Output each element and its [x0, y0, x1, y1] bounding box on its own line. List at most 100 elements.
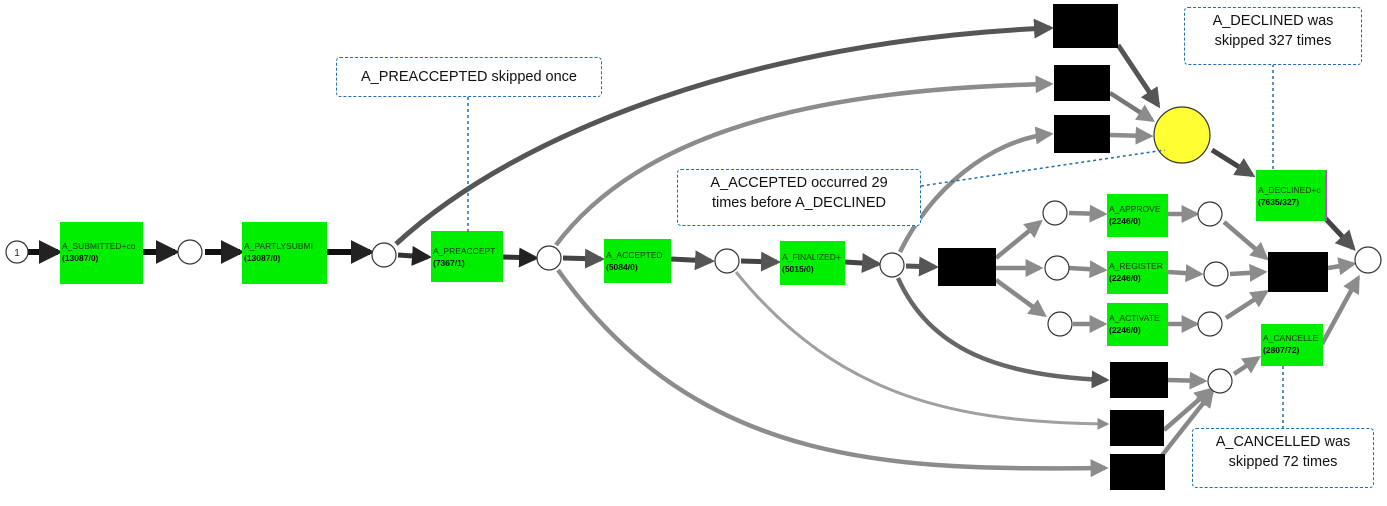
silent-transition: [1110, 410, 1164, 446]
silent-transition: [1054, 65, 1110, 101]
svg-text:A_APPROVE: A_APPROVE: [1109, 204, 1161, 214]
arc: [1327, 257, 1357, 276]
silent-transition: [1053, 4, 1118, 48]
leader-accepted: [920, 149, 1166, 187]
callout-cancelled-line2: skipped 72 times: [1228, 454, 1338, 470]
svg-text:A_DECLINED+c: A_DECLINED+c: [1258, 185, 1321, 195]
arc: [1222, 220, 1269, 261]
start-place: [5, 240, 29, 264]
svg-text:(2807/72): (2807/72): [1263, 345, 1300, 355]
svg-text:(7367/1): (7367/1): [433, 258, 465, 268]
place: [1203, 261, 1229, 287]
callout-accepted: A_ACCEPTED occurred 29 times before A_DE…: [677, 169, 921, 226]
arc: [1108, 91, 1156, 122]
transition-accepted: A_ACCEPTED (5084/0): [604, 239, 671, 283]
arc: [394, 18, 1054, 246]
callout-declined-line2: skipped 327 times: [1214, 33, 1332, 49]
place: [1044, 255, 1070, 281]
arc: [897, 126, 1054, 253]
start-place-label: 1: [14, 248, 20, 259]
silent-transition: [1110, 454, 1165, 490]
silent-transitions: [938, 4, 1328, 490]
arc: [554, 75, 1054, 247]
transition-finalized: A_FINALIZED+ (5015/0): [780, 241, 845, 285]
arc: [397, 245, 432, 266]
place: [177, 239, 203, 265]
arc: [1320, 274, 1360, 346]
place: [371, 242, 397, 268]
svg-text:(5015/0): (5015/0): [782, 264, 814, 274]
transition-partlysubmitted: A_PARTLYSUBMI (13087/0): [242, 222, 327, 284]
arc: [844, 253, 882, 274]
callout-accepted-line1: A_ACCEPTED occurred 29: [710, 175, 888, 191]
place: [1197, 311, 1223, 337]
labelled-transitions: A_SUBMITTED+co (13087/0) A_PARTLYSUBMI (…: [60, 170, 1327, 366]
arc: [740, 251, 781, 272]
callout-preaccepted: A_PREACCEPTED skipped once: [336, 57, 602, 97]
callout-leaders: [467, 64, 1284, 428]
arc: [1109, 126, 1154, 145]
svg-text:(13087/0): (13087/0): [244, 253, 281, 263]
arc: [994, 278, 1047, 318]
svg-text:A_CANCELLE: A_CANCELLE: [1263, 333, 1319, 343]
arc: [1232, 356, 1261, 376]
arc: [1229, 263, 1268, 282]
place: [1047, 311, 1073, 337]
callout-declined: A_DECLINED was skipped 327 times: [1184, 7, 1362, 65]
arc: [670, 250, 715, 271]
highlighted-place: [1153, 106, 1211, 164]
svg-text:(13087/0): (13087/0): [62, 253, 99, 263]
place: [1207, 368, 1233, 394]
arc: [1068, 260, 1108, 279]
silent-transition: [1268, 252, 1328, 292]
transition-activated: A_ACTIVATE (2246/0): [1107, 303, 1168, 346]
callout-cancelled-line1: A_CANCELLED was: [1215, 434, 1351, 450]
svg-text:A_PARTLYSUBMI: A_PARTLYSUBMI: [244, 241, 313, 251]
transition-submitted: A_SUBMITTED+co (13087/0): [60, 222, 143, 284]
transition-preaccepted: A_PREACCEPT (7367/1): [431, 231, 503, 282]
silent-transition: [1054, 115, 1110, 153]
svg-text:(5084/0): (5084/0): [606, 262, 638, 272]
svg-text:(2246/0): (2246/0): [1109, 325, 1141, 335]
arc: [994, 219, 1043, 260]
arc: [1323, 216, 1356, 251]
transition-approved: A_APPROVE (2246/0): [1107, 194, 1168, 237]
arc: [905, 256, 939, 277]
arc: [556, 268, 1109, 478]
arc: [1068, 204, 1108, 223]
transition-declined: A_DECLINED+c (7635/327): [1256, 170, 1327, 221]
callout-accepted-line2: times before A_DECLINED: [711, 195, 887, 211]
silent-transition: [938, 248, 996, 286]
arc: [895, 277, 1110, 389]
arcs: [28, 18, 1360, 478]
arc: [562, 248, 605, 269]
place: [536, 245, 562, 271]
places: 1: [5, 106, 1382, 394]
arc: [1167, 264, 1204, 283]
svg-text:A_REGISTER: A_REGISTER: [1109, 261, 1163, 271]
place: [1197, 201, 1223, 227]
svg-text:A_SUBMITTED+co: A_SUBMITTED+co: [62, 241, 136, 251]
arc: [1158, 389, 1215, 460]
svg-text:A_ACCEPTED: A_ACCEPTED: [606, 250, 663, 260]
arc: [1210, 147, 1256, 178]
place: [1042, 200, 1068, 226]
arc: [1224, 290, 1270, 320]
arc: [1115, 43, 1161, 109]
callout-declined-line1: A_DECLINED was: [1212, 13, 1334, 29]
svg-text:(2246/0): (2246/0): [1109, 216, 1141, 226]
silent-transition: [1110, 362, 1168, 398]
callout-cancelled: A_CANCELLED was skipped 72 times: [1192, 428, 1374, 488]
svg-text:A_FINALIZED+: A_FINALIZED+: [782, 252, 841, 262]
svg-text:(2246/0): (2246/0): [1109, 273, 1141, 283]
arc: [734, 271, 1110, 430]
transition-registered: A_REGISTER (2246/0): [1107, 251, 1168, 294]
place: [714, 248, 740, 274]
svg-text:(7635/327): (7635/327): [1258, 197, 1299, 207]
arc: [502, 247, 539, 268]
arc: [1167, 371, 1208, 390]
svg-text:A_ACTIVATE: A_ACTIVATE: [1109, 313, 1160, 323]
place: [879, 252, 905, 278]
